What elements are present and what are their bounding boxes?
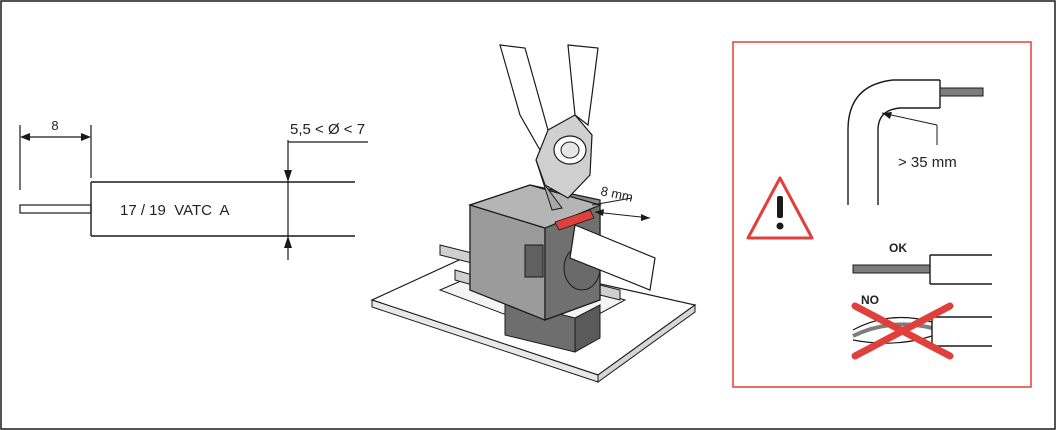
connector-strip-dimension: 8 mm (591, 183, 651, 221)
diameter-range-label: 5,5 < Ø < 7 (290, 121, 365, 138)
cable-cutter-icon (499, 44, 599, 211)
connector-strip-label: 8 mm (599, 183, 634, 204)
warning-panel-border (732, 41, 1032, 388)
bend-radius-label: > 35 mm (898, 154, 957, 171)
no-cable-example: NO (851, 293, 992, 360)
red-cross-icon (851, 302, 954, 360)
warning-triangle-icon (746, 176, 814, 240)
strip-length-label: 8 (51, 118, 58, 133)
warning-panel: > 35 mm OK NO (732, 41, 1032, 388)
strip-dimension-diagram: 8 17 / 19 VATC A 5,5 < Ø < 7 (19, 118, 368, 260)
no-label: NO (861, 293, 879, 307)
cable-type-label: 17 / 19 VATC A (120, 202, 230, 219)
connector-illustration (370, 184, 697, 383)
stripped-conductor (19, 204, 92, 214)
red-strip-marker (554, 209, 595, 231)
ok-cable-example: OK (852, 241, 992, 285)
bend-radius-diagram: > 35 mm (847, 79, 984, 205)
ok-label: OK (889, 241, 907, 255)
